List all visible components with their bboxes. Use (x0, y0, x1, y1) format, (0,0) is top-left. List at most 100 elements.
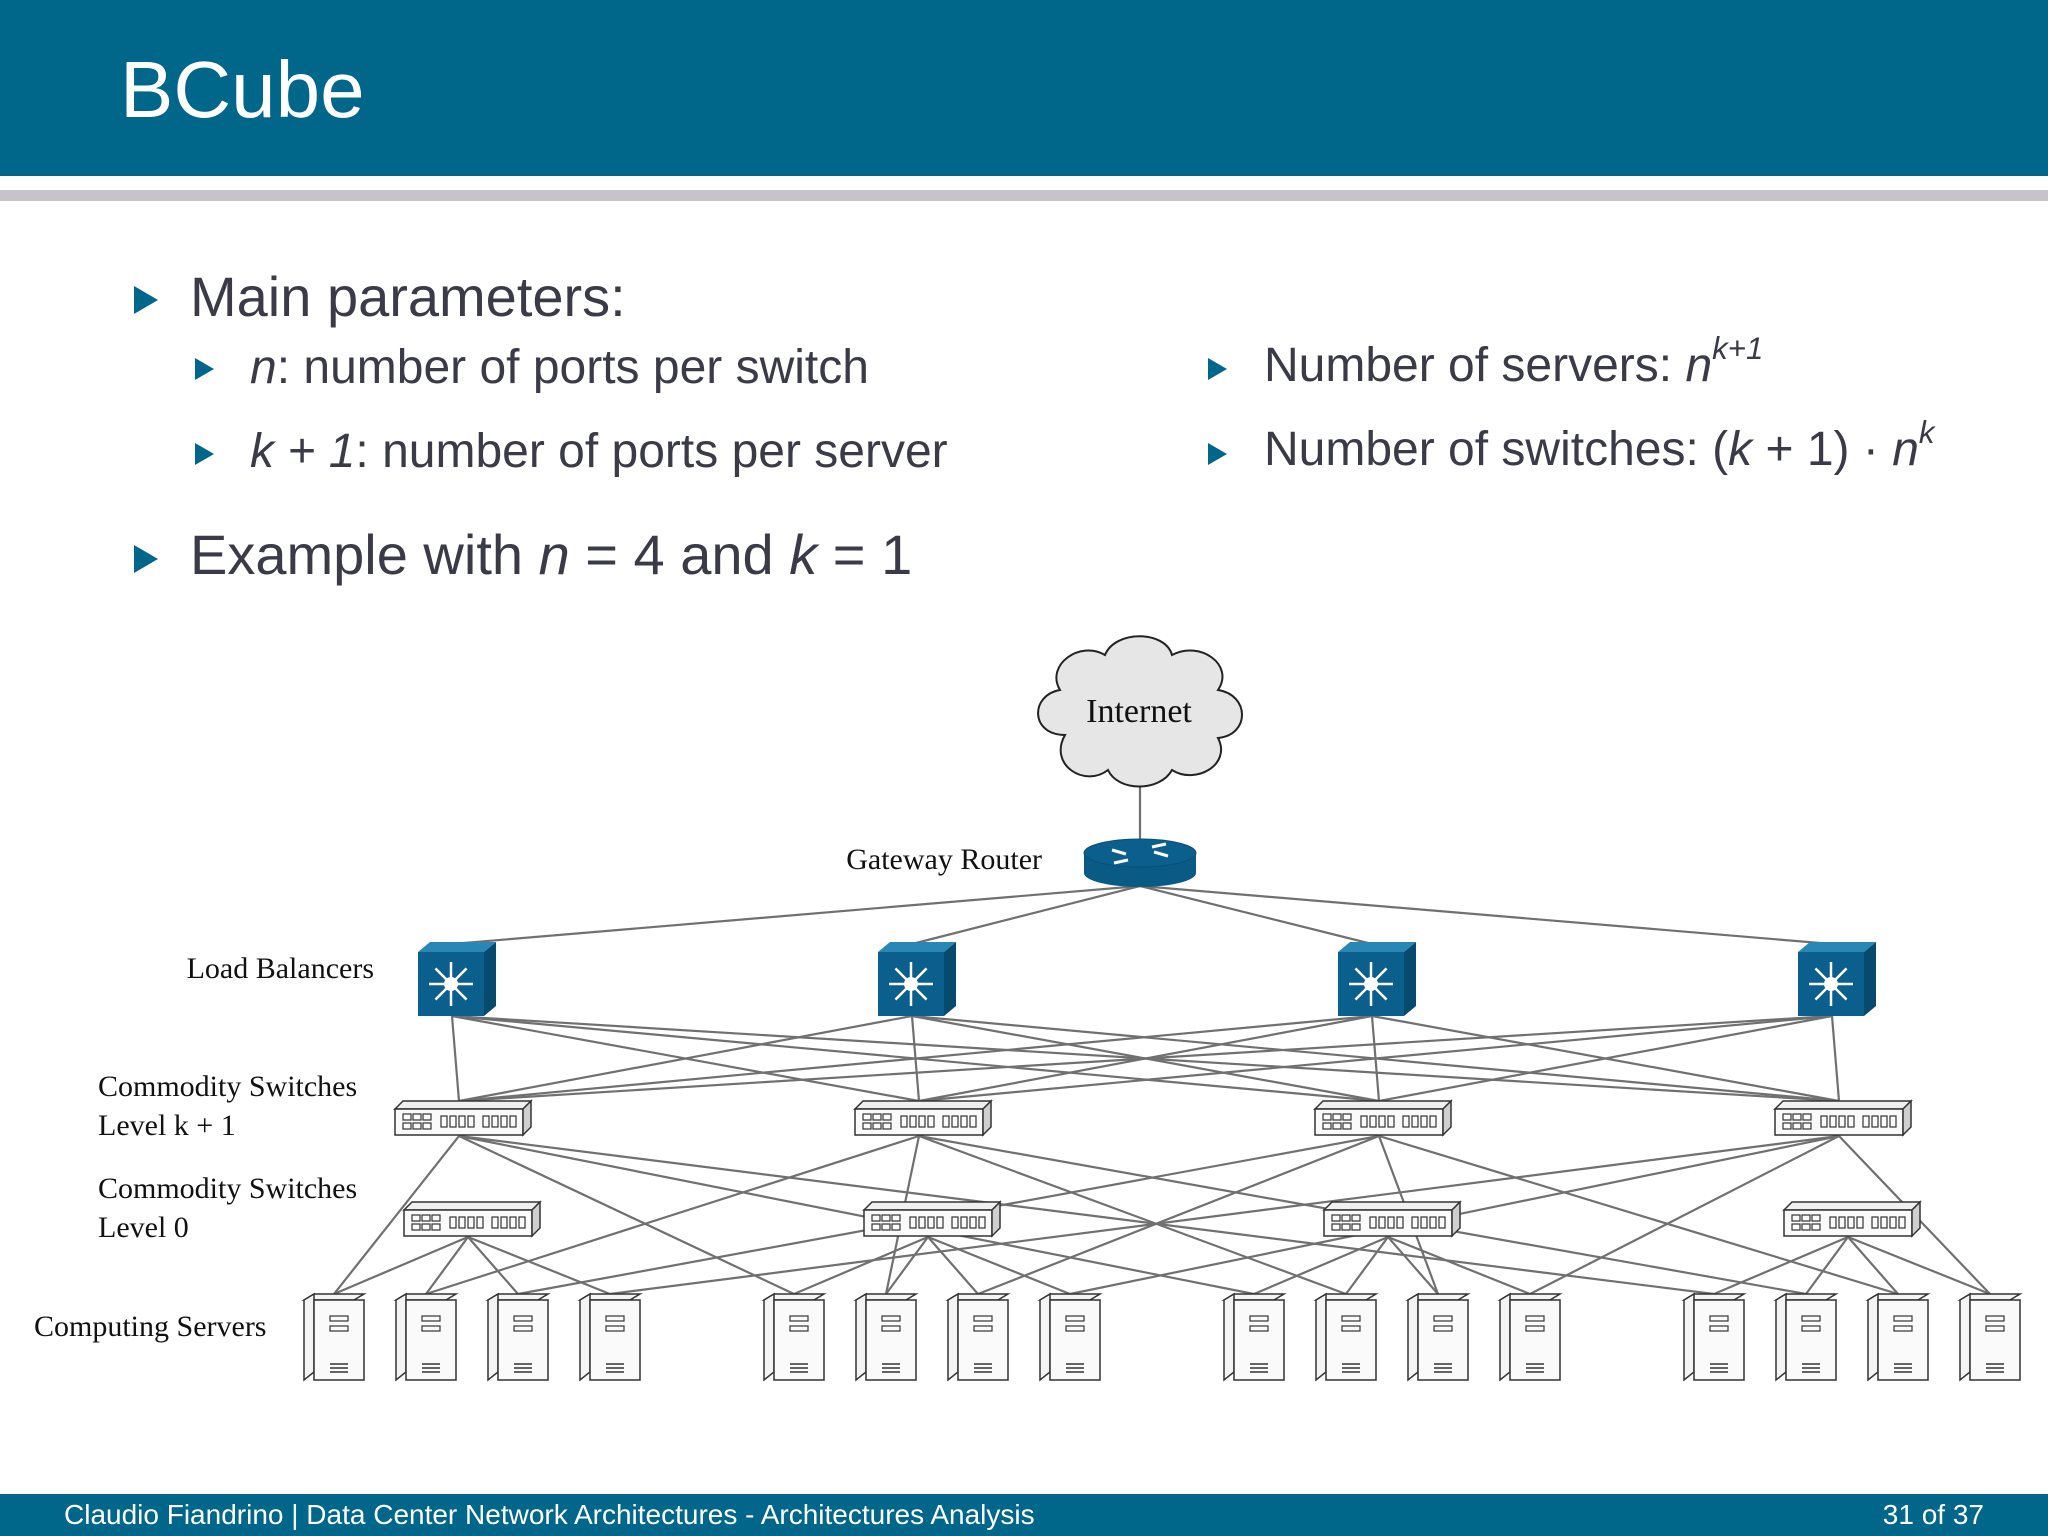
bullet-num-servers: Number of servers: nk+1 (1264, 333, 1763, 393)
network-link (1378, 1134, 1899, 1296)
load-balancer-icon (878, 942, 956, 1016)
network-link (450, 1015, 461, 1102)
network-link (458, 1014, 913, 1103)
switch-level-0-icon (402, 1200, 542, 1238)
network-link (467, 1236, 519, 1295)
switch-level-k1-icon (1313, 1099, 1453, 1137)
network-link (1387, 1236, 1439, 1295)
server-icon (1865, 1292, 1931, 1382)
bullet-arrow-icon (1208, 443, 1227, 465)
network-link (1830, 1015, 1841, 1102)
math-k: k (1728, 423, 1753, 476)
network-link (333, 1135, 460, 1295)
bullet-arrow-icon (1208, 358, 1227, 380)
server-icon (485, 1292, 551, 1382)
internet-label: Internet (1086, 693, 1192, 730)
network-link (458, 1014, 1833, 1103)
switches-level-k1-label-line2: Level k + 1 (98, 1109, 236, 1142)
network-link (927, 1236, 979, 1295)
network-link (1713, 1235, 1849, 1296)
load-balancer-icon (1798, 942, 1876, 1016)
server-icon (1773, 1292, 1839, 1382)
bullet-arrow-icon (134, 286, 158, 314)
network-links (333, 782, 1991, 1296)
footer-bar (0, 1494, 2048, 1536)
network-link (918, 1134, 1347, 1296)
server-icon (577, 1292, 643, 1382)
page-number: 31 of 37 (1882, 1499, 1984, 1530)
server-icon (393, 1292, 459, 1382)
gateway-router-label: Gateway Router (846, 843, 1042, 876)
network-link (425, 1236, 469, 1295)
network-link (1253, 1235, 1389, 1296)
bullet-num-switches: Number of switches: (k + 1) · nk (1264, 417, 1934, 477)
footer-text: Claudio Fiandrino | Data Center Network … (64, 1499, 1035, 1530)
bullet-arrow-icon (195, 358, 214, 380)
server-icon (1037, 1292, 1103, 1382)
math-n: n (250, 341, 277, 394)
server-icon (945, 1292, 1011, 1382)
network-link (1387, 1235, 1531, 1296)
math-k-plus-1: k + 1 (250, 425, 356, 478)
server-icon (761, 1292, 827, 1382)
math-k: k (789, 523, 818, 586)
bullet-text: Number of switches: ( (1264, 423, 1729, 476)
network-link (1139, 884, 1373, 946)
switch-level-0-icon (1782, 1200, 1922, 1238)
load-balancer-icon (1338, 942, 1416, 1016)
bullet-arrow-icon (134, 545, 158, 573)
math-exponent: k+1 (1712, 331, 1764, 367)
network-link (918, 1014, 1833, 1103)
switch-level-k1-icon (393, 1099, 533, 1137)
bullet-text: = 1 (817, 523, 913, 586)
switches-level-0-label-line2: Level 0 (98, 1211, 189, 1244)
network-link (1805, 1236, 1849, 1295)
computing-servers-label: Computing Servers (34, 1310, 267, 1343)
bcube-topology-diagram: Internet Gateway Router Load Balancers C… (34, 635, 2023, 1382)
bullet-main-parameters: Main parameters: (190, 264, 626, 329)
server-icon (1313, 1292, 1379, 1382)
server-icon (1681, 1292, 1747, 1382)
bullet-k-ports: k + 1: number of ports per server (250, 424, 948, 479)
network-link (458, 1014, 1373, 1103)
bullet-text: = 4 and (569, 523, 790, 586)
network-link (911, 884, 1141, 946)
math-n: n (1892, 423, 1919, 476)
server-icon (1405, 1292, 1471, 1382)
network-link (1378, 1014, 1833, 1103)
title-bar (0, 0, 2048, 176)
network-link (458, 1135, 795, 1295)
network-link (1139, 884, 1833, 946)
network-link (1847, 1235, 1991, 1296)
network-link (458, 1134, 1255, 1296)
network-link (451, 884, 1141, 946)
bullet-example: Example with n = 4 and k = 1 (190, 522, 912, 587)
bullet-text: Number of servers: (1264, 339, 1686, 392)
network-link (927, 1235, 1071, 1296)
switch-level-0-icon (1322, 1200, 1462, 1238)
bullet-text: : number of ports per server (355, 425, 948, 478)
bullet-text: : number of ports per switch (276, 341, 869, 394)
network-link (793, 1235, 929, 1296)
network-link (609, 1134, 1840, 1296)
server-icon (301, 1292, 367, 1382)
server-icon (1957, 1292, 2023, 1382)
network-link (458, 1134, 1715, 1296)
load-balancers-label: Load Balancers (187, 952, 374, 985)
title-rule (0, 190, 2048, 201)
network-link (1345, 1236, 1389, 1295)
load-balancer-icon (418, 942, 496, 1016)
math-n: n (538, 523, 570, 586)
network-devices (301, 635, 2023, 1382)
bullet-text: + 1) · (1752, 423, 1893, 476)
server-icon (853, 1292, 919, 1382)
bullet-arrow-icon (195, 443, 214, 465)
gateway-router-icon (1083, 838, 1197, 887)
network-link (1529, 1135, 1840, 1295)
internet-cloud-icon (1037, 635, 1243, 788)
switches-level-0-label-line1: Commodity Switches (98, 1172, 357, 1205)
bullet-text: Main parameters: (190, 265, 626, 328)
bullet-text: Example with (190, 523, 539, 586)
slide-title: BCube (120, 45, 365, 134)
switch-level-0-icon (862, 1200, 1002, 1238)
